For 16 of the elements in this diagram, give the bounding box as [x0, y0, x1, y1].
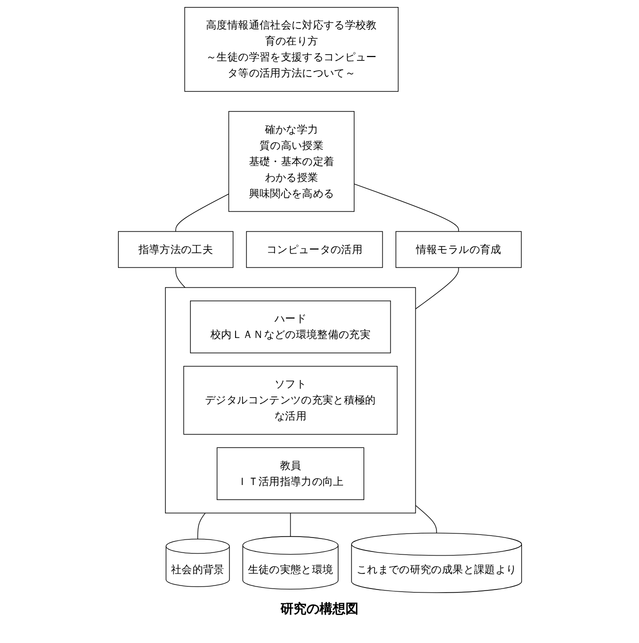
node-box: 確かな学力 質の高い授業 基礎・基本の定着 わかる授業 興味関心を高める	[228, 111, 354, 212]
cluster	[164, 287, 416, 514]
caption: 研究の構想図	[279, 600, 360, 618]
connector	[353, 184, 458, 232]
node-box: ハード 校内ＬＡＮなどの環境整備の充実	[190, 300, 390, 354]
node-box: 教員 ＩＴ活用指導力の向上	[216, 447, 364, 500]
connector	[196, 512, 206, 540]
connector	[414, 505, 436, 534]
node-box: コンピュータの活用	[246, 231, 382, 268]
node-box: 指導方法の工夫	[118, 231, 233, 268]
node-box: 高度情報通信社会に対応する学校教育の在り方 ～生徒の学習を支援するコンピュータ等の活用方法について～	[184, 7, 398, 92]
connector	[174, 267, 185, 288]
node-box: 情報モラルの育成	[395, 231, 522, 268]
connector	[414, 267, 458, 310]
connector	[174, 194, 229, 232]
node-box: ソフト デジタルコンテンツの充実と積極的な活用	[182, 366, 398, 435]
